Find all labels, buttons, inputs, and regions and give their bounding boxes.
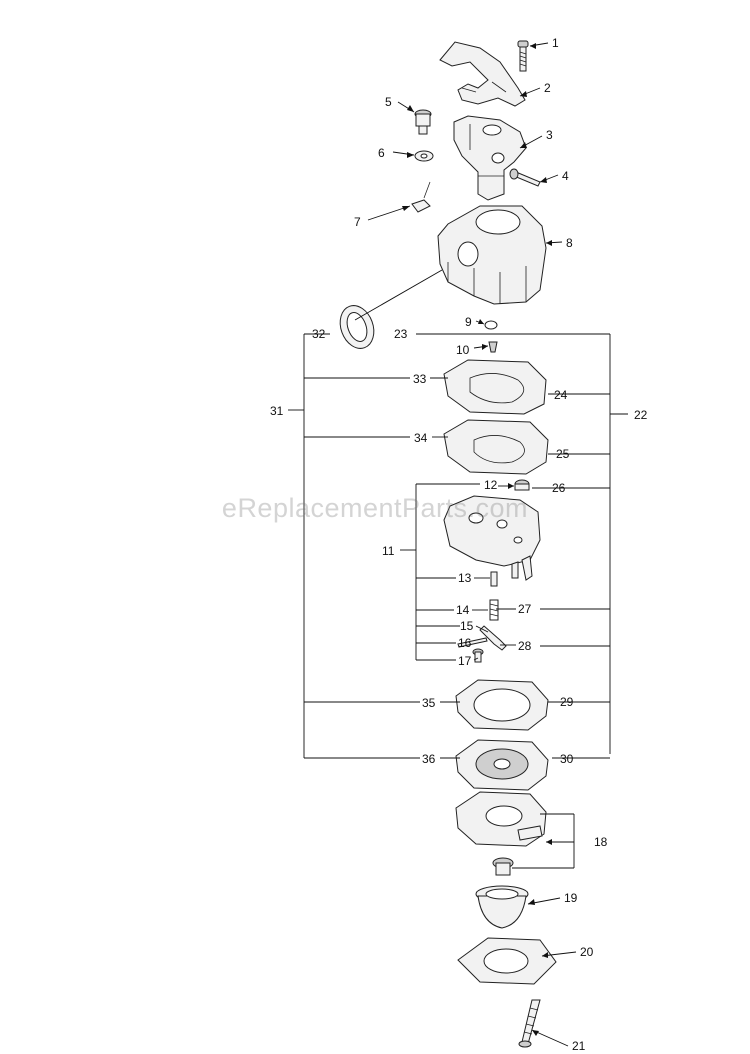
callout-2: 2 [544, 81, 551, 95]
callout-32: 32 [312, 327, 326, 341]
part-29-metering-gasket [455, 679, 549, 731]
part-11-metering-body [443, 495, 541, 581]
part-16-lever-pin [457, 637, 488, 648]
callout-1: 1 [552, 36, 559, 50]
callout-9: 9 [465, 315, 472, 329]
callout-14: 14 [456, 603, 470, 617]
callout-36: 36 [422, 752, 436, 766]
part-3-throttle-body [453, 115, 527, 201]
part-26-plug [514, 479, 530, 491]
callout-26: 26 [552, 481, 566, 495]
part-25-pump-diaphragm [443, 419, 549, 475]
callout-21: 21 [572, 1039, 586, 1053]
part-24-pump-gasket [443, 359, 547, 415]
part-4-screw [509, 168, 541, 187]
callout-19: 19 [564, 891, 578, 905]
callout-34: 34 [414, 431, 428, 445]
callout-4: 4 [562, 169, 569, 183]
callout-labels: 1 2 3 4 5 6 7 8 9 10 11 12 13 14 15 16 1… [270, 36, 648, 1053]
part-18-metering-cover [455, 791, 547, 876]
callout-29: 29 [560, 695, 574, 709]
part-17-screw [472, 648, 484, 663]
callout-10: 10 [456, 343, 470, 357]
callout-30: 30 [560, 752, 574, 766]
part-20-bulb-retainer [457, 937, 557, 985]
callout-13: 13 [458, 571, 472, 585]
callout-3: 3 [546, 128, 553, 142]
callout-6: 6 [378, 146, 385, 160]
part-13-inlet-needle [490, 571, 498, 587]
callout-12: 12 [484, 478, 498, 492]
part-30-metering-diaphragm [455, 739, 549, 791]
part-32-gasket-ring [339, 305, 375, 349]
callout-15: 15 [460, 619, 474, 633]
callout-31: 31 [270, 404, 284, 418]
callout-7: 7 [354, 215, 361, 229]
callout-23: 23 [394, 327, 408, 341]
callout-25: 25 [556, 447, 570, 461]
callout-18: 18 [594, 835, 608, 849]
part-8-carburetor-body [437, 205, 547, 305]
part-7-clip [411, 181, 431, 213]
part-21-screw [518, 999, 541, 1048]
callout-11: 11 [382, 544, 395, 558]
callout-22: 22 [634, 408, 648, 422]
part-5-screw [414, 109, 432, 135]
part-27-metering-spring [489, 599, 499, 621]
callout-5: 5 [385, 95, 392, 109]
part-9-o-ring [484, 320, 498, 330]
callout-35: 35 [422, 696, 436, 710]
callout-20: 20 [580, 945, 594, 959]
part-6-washer [414, 150, 434, 162]
part-1-screw [517, 40, 529, 72]
part-10-needle [488, 341, 498, 353]
leader-lines [288, 42, 628, 1047]
callout-24: 24 [554, 388, 568, 402]
part-2-bracket [439, 41, 526, 107]
callout-8: 8 [566, 236, 573, 250]
part-28-metering-lever [479, 625, 507, 651]
leader-arrowheads [402, 43, 552, 1036]
part-19-primer-bulb [475, 885, 529, 929]
callout-28: 28 [518, 639, 532, 653]
callout-33: 33 [413, 372, 427, 386]
callout-17: 17 [458, 654, 472, 668]
callout-27: 27 [518, 602, 532, 616]
callout-16: 16 [458, 636, 472, 650]
